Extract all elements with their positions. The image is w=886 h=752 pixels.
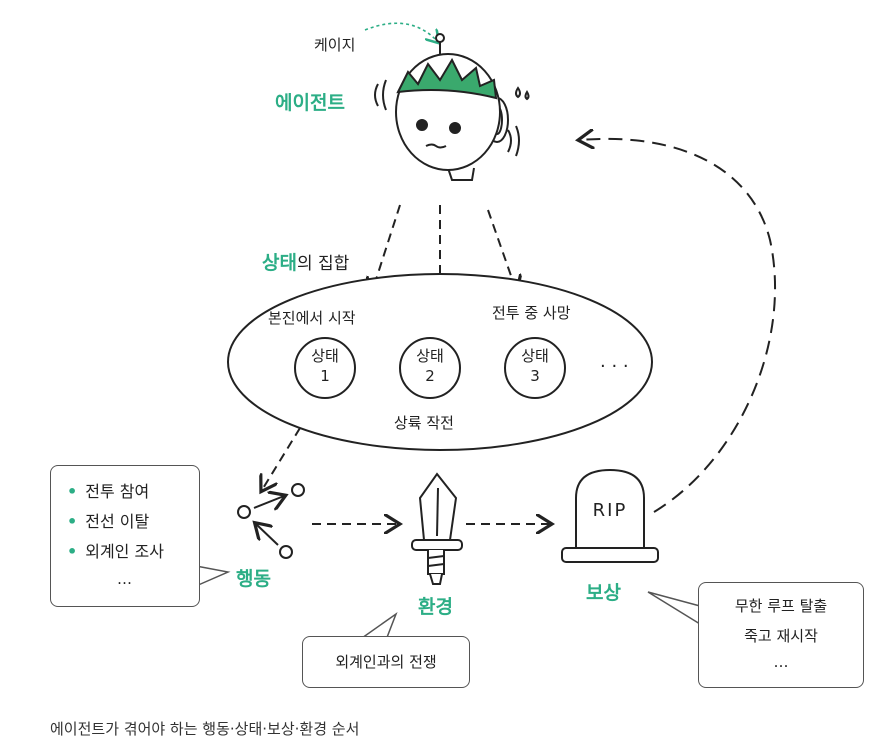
state-3-num: 3	[530, 367, 540, 385]
environment-note: 외계인과의 전쟁	[335, 653, 437, 671]
environment-callout-tail	[361, 611, 398, 641]
state-2-name: 상태	[416, 347, 444, 365]
state-3-circle	[504, 337, 566, 399]
action-nodes-icon	[237, 483, 305, 559]
state-set-title-rest: 의 집합	[296, 254, 350, 274]
action-examples-list: •전투 참여 •전선 이탈 •외계인 조사	[51, 466, 199, 568]
state-1-caption: 본진에서 시작	[268, 309, 356, 327]
reward-note-2: 죽고 재시작	[744, 627, 818, 645]
states-ellipsis: · · ·	[600, 356, 629, 377]
state-2-label: 상태 2	[400, 346, 460, 386]
reward-note-1: 무한 루프 탈출	[734, 597, 828, 615]
state-2-caption: 상륙 작전	[394, 414, 454, 432]
agent-label: 에이전트	[275, 92, 345, 114]
agent-name-label: 케이지	[314, 36, 356, 54]
tombstone-icon	[561, 468, 659, 563]
action-label: 행동	[236, 568, 271, 590]
state-1-name: 상태	[311, 347, 339, 365]
figure-caption: 에이전트가 겪어야 하는 행동·상태·보상·환경 순서	[50, 720, 360, 738]
state-set-title-highlight: 상태	[262, 252, 297, 274]
action-example-item: •외계인 조사	[67, 542, 164, 561]
action-examples-callout: •전투 참여 •전선 이탈 •외계인 조사 …	[50, 465, 200, 607]
state-2-num: 2	[425, 367, 435, 385]
reward-label: 보상	[586, 582, 621, 604]
reward-callout-tail	[647, 591, 701, 625]
name-pointer-arrow	[364, 22, 438, 42]
arrow-states-to-action	[262, 427, 301, 490]
reward-notes-more: …	[773, 653, 789, 671]
action-example-item: •전투 참여	[67, 482, 150, 501]
state-2-circle	[399, 337, 461, 399]
state-1-num: 1	[320, 367, 330, 385]
arrow-reward-to-agent	[580, 139, 777, 513]
state-3-caption: 전투 중 사망	[492, 304, 571, 322]
action-callout-tail	[195, 565, 231, 587]
action-examples-more: …	[117, 570, 132, 588]
robot-agent-icon	[374, 33, 530, 181]
state-set-title: 상태의 집합	[262, 248, 349, 275]
state-1-label: 상태 1	[295, 346, 355, 386]
state-3-label: 상태 3	[505, 346, 565, 386]
state-3-name: 상태	[521, 347, 549, 365]
environment-label: 환경	[418, 596, 453, 618]
action-example-item: •전선 이탈	[67, 512, 150, 531]
state-1-circle	[294, 337, 356, 399]
sword-icon	[411, 472, 463, 585]
environment-note-callout: 외계인과의 전쟁	[302, 636, 470, 688]
reward-notes-callout: 무한 루프 탈출 죽고 재시작 …	[698, 582, 864, 688]
tombstone-text: RIP	[592, 500, 628, 521]
